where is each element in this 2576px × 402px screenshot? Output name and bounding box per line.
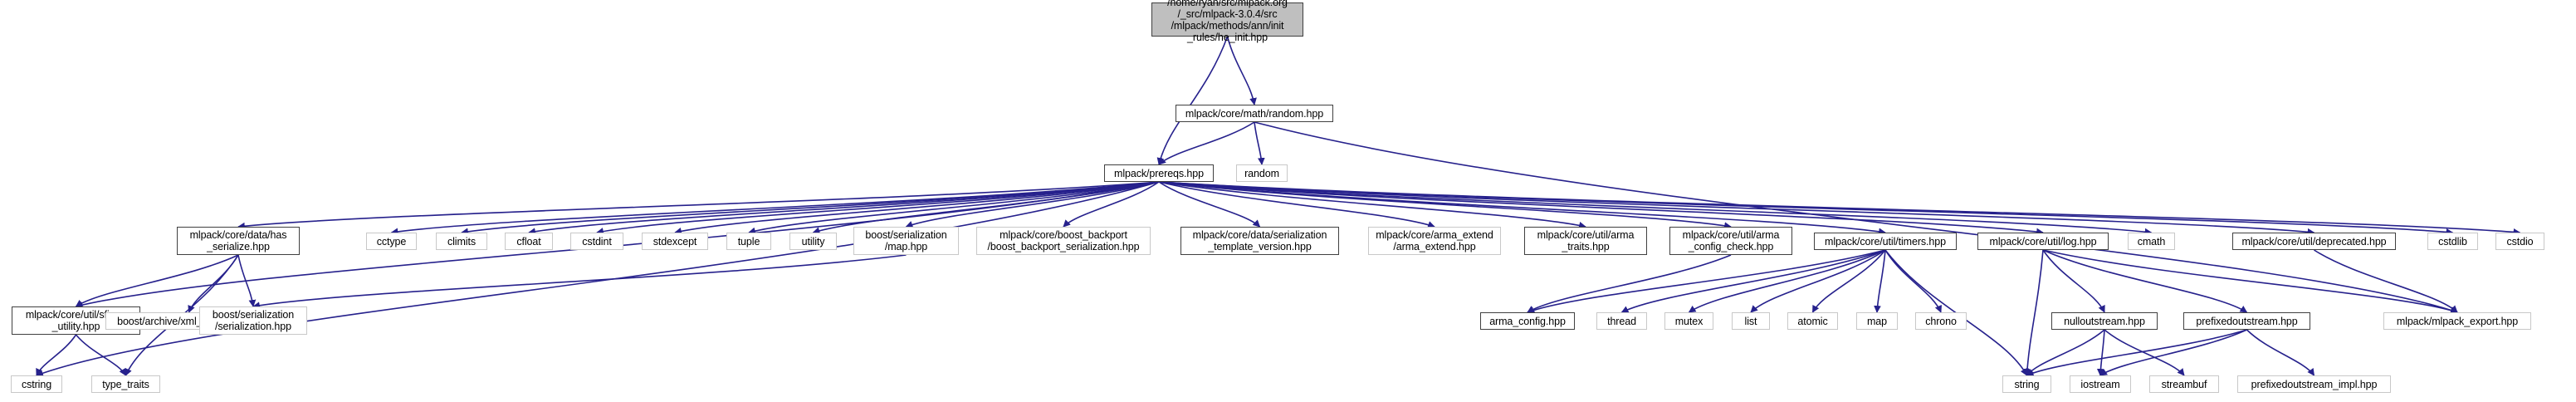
graph-edge-has_serialize-to-xml_oarchive [188, 254, 239, 313]
graph-edge-prereqs-to-arma_config_check [1158, 181, 1732, 230]
graph-node-atomic[interactable]: atomic [1787, 312, 1838, 330]
graph-edge-prefixedoutstream-to-iostream [2099, 329, 2247, 376]
graph-node-chrono[interactable]: chrono [1915, 312, 1967, 330]
graph-edge-prereqs-to-serialization_tmpl [1158, 181, 1261, 228]
graph-edge-prereqs-to-arma_traits [1158, 181, 1586, 229]
graph-node-cfloat[interactable]: cfloat [505, 233, 553, 250]
graph-node-tuple[interactable]: tuple [726, 233, 771, 250]
graph-node-mutex[interactable]: mutex [1664, 312, 1713, 330]
graph-node-cstring[interactable]: cstring [11, 375, 62, 393]
graph-node-random_hpp[interactable]: mlpack/core/math/random.hpp [1176, 105, 1333, 122]
graph-edge-random_hpp-to-mlpack_export [1254, 121, 2458, 314]
graph-edge-prereqs-to-arma_extend [1158, 181, 1435, 228]
graph-node-boost_map[interactable]: boost/serialization /map.hpp [853, 227, 959, 255]
graph-node-mlpack_export[interactable]: mlpack/mlpack_export.hpp [2383, 312, 2531, 330]
graph-edge-timers-to-mutex [1688, 249, 1886, 313]
graph-node-prefixedoutstream_impl[interactable]: prefixedoutstream_impl.hpp [2237, 375, 2391, 393]
graph-edge-random_hpp-to-random [1254, 121, 1265, 165]
graph-node-log[interactable]: mlpack/core/util/log.hpp [1977, 233, 2109, 250]
graph-node-type_traits[interactable]: type_traits [91, 375, 160, 393]
graph-edge-nulloutstream-to-iostream [2096, 329, 2105, 376]
graph-node-list[interactable]: list [1732, 312, 1770, 330]
graph-edge-has_serialize-to-boost_serialization [237, 254, 257, 307]
graph-edge-deprecated-to-mlpack_export [2314, 249, 2458, 313]
graph-edge-prereqs-to-boost_backport [1063, 181, 1160, 228]
graph-edge-timers-to-arma_config [1527, 249, 1886, 314]
graph-edge-timers-to-chrono [1884, 249, 1942, 313]
graph-edge-prefixedoutstream-to-prefixedoutstream_impl [2246, 329, 2315, 376]
graph-node-boost_backport[interactable]: mlpack/core/boost_backport /boost_backpo… [976, 227, 1151, 255]
graph-node-arma_traits[interactable]: mlpack/core/util/arma _traits.hpp [1524, 227, 1647, 255]
graph-node-thread[interactable]: thread [1596, 312, 1647, 330]
graph-edge-prereqs-to-cfloat [528, 181, 1160, 236]
graph-edge-log-to-prefixedoutstream [2042, 249, 2248, 313]
graph-edge-timers-to-map [1874, 249, 1886, 313]
graph-node-cstdint[interactable]: cstdint [570, 233, 623, 250]
graph-edge-prereqs-to-tuple [748, 181, 1160, 235]
graph-node-nulloutstream[interactable]: nulloutstream.hpp [2051, 312, 2158, 330]
graph-node-arma_config[interactable]: arma_config.hpp [1480, 312, 1575, 330]
graph-edge-prereqs-to-climits [461, 181, 1160, 236]
graph-node-cstdio[interactable]: cstdio [2495, 233, 2544, 250]
graph-node-string[interactable]: string [2002, 375, 2051, 393]
graph-node-prereqs[interactable]: mlpack/prereqs.hpp [1104, 164, 1214, 182]
graph-edge-nulloutstream-to-streambuf [2104, 329, 2185, 376]
graph-edge-log-to-mlpack_export [2042, 249, 2458, 314]
graph-edge-log-to-string [2023, 249, 2044, 376]
graph-node-has_serialize[interactable]: mlpack/core/data/has _serialize.hpp [177, 227, 300, 255]
graph-node-cstdlib[interactable]: cstdlib [2427, 233, 2478, 250]
graph-node-stdexcept[interactable]: stdexcept [642, 233, 708, 250]
graph-node-arma_extend[interactable]: mlpack/core/arma_extend /arma_extend.hpp [1368, 227, 1501, 255]
graph-edge-random_hpp-to-prereqs [1158, 121, 1255, 165]
graph-node-streambuf[interactable]: streambuf [2149, 375, 2219, 393]
graph-edge-timers-to-thread [1620, 249, 1886, 313]
graph-node-boost_serialization[interactable]: boost/serialization /serialization.hpp [199, 306, 307, 335]
graph-edge-prereqs-to-stdexcept [674, 181, 1160, 235]
graph-edge-prereqs-to-cstdlib [1158, 181, 2454, 236]
graph-edge-prereqs-to-cmath [1158, 181, 2153, 236]
graph-node-serialization_tmpl[interactable]: mlpack/core/data/serialization _template… [1180, 227, 1339, 255]
graph-edge-prereqs-to-boost_map [905, 181, 1160, 228]
graph-edge-prereqs-to-timers [1158, 181, 1886, 236]
graph-edge-prereqs-to-log [1158, 181, 2044, 236]
graph-edge-arma_config_check-to-arma_config [1527, 254, 1732, 313]
graph-node-cmath[interactable]: cmath [2128, 233, 2175, 250]
graph-node-deprecated[interactable]: mlpack/core/util/deprecated.hpp [2232, 233, 2396, 250]
graph-edge-timers-to-atomic [1811, 249, 1886, 313]
graph-edge-prefixedoutstream-to-string [2026, 329, 2247, 376]
graph-edge-prereqs-to-cstdio [1158, 181, 2521, 236]
graph-node-arma_config_check[interactable]: mlpack/core/util/arma _config_check.hpp [1669, 227, 1792, 255]
graph-node-climits[interactable]: climits [436, 233, 487, 250]
graph-edge-prereqs-to-deprecated [1158, 181, 2315, 236]
graph-node-iostream[interactable]: iostream [2070, 375, 2131, 393]
graph-node-random[interactable]: random [1236, 164, 1288, 182]
graph-edge-has_serialize-to-sfinae_utility [75, 254, 239, 307]
graph-edge-prereqs-to-cstring [36, 181, 1160, 377]
graph-edge-nulloutstream-to-string [2026, 329, 2105, 376]
graph-node-map[interactable]: map [1856, 312, 1898, 330]
graph-edge-he_init-to-random_hpp [1226, 36, 1257, 105]
graph-edge-timers-to-list [1750, 249, 1886, 313]
graph-edge-prereqs-to-cstdint [596, 181, 1160, 235]
graph-node-cctype[interactable]: cctype [366, 233, 417, 250]
graph-edge-sfinae_utility-to-type_traits [75, 334, 127, 376]
graph-edge-sfinae_utility-to-cstring [36, 334, 77, 376]
graph-node-he_init[interactable]: /home/ryan/src/mlpack.org /_src/mlpack-3… [1151, 0, 1303, 43]
graph-node-prefixedoutstream[interactable]: prefixedoutstream.hpp [2183, 312, 2310, 330]
graph-edge-he_init-to-prereqs [1156, 36, 1229, 165]
graph-edge-log-to-nulloutstream [2042, 249, 2105, 313]
graph-edge-boost_map-to-boost_serialization [252, 254, 907, 310]
graph-edge-prereqs-to-utility [812, 181, 1160, 234]
graph-edge-prereqs-to-cctype [390, 181, 1160, 236]
graph-node-utility[interactable]: utility [789, 233, 837, 250]
graph-edge-prereqs-to-has_serialize [237, 181, 1160, 230]
graph-node-timers[interactable]: mlpack/core/util/timers.hpp [1814, 233, 1957, 250]
